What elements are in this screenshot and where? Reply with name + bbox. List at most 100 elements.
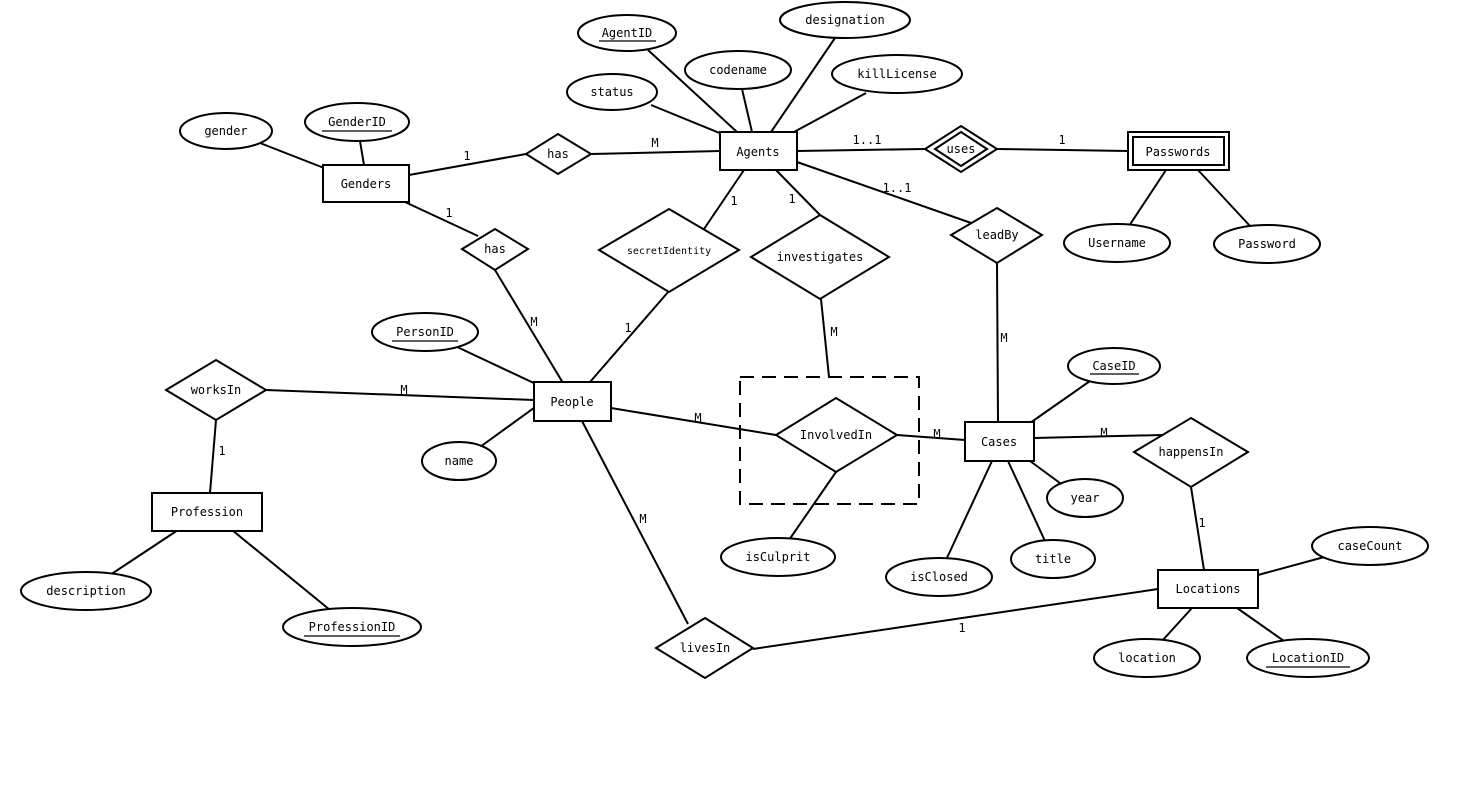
entity-locations-label: Locations [1175, 582, 1240, 596]
attribute-person-id-label: PersonID [396, 325, 454, 339]
relationship-has-genders-agents-label: has [547, 147, 569, 161]
entity-passwords-label: Passwords [1145, 145, 1210, 159]
cardinality-label: 1 [1058, 133, 1065, 147]
cardinality-label: 1 [788, 192, 795, 206]
relationship-uses[interactable]: uses [923, 124, 999, 174]
entity-cases-label: Cases [981, 435, 1017, 449]
cardinality-label: 1..1 [883, 181, 912, 195]
attribute-agent-id-label: AgentID [602, 26, 653, 40]
attribute-username[interactable]: Username [1063, 223, 1171, 263]
relationship-involved-in[interactable]: InvolvedIn [774, 396, 899, 474]
entity-locations[interactable]: Locations [1157, 569, 1259, 609]
attribute-case-count-label: caseCount [1337, 539, 1402, 553]
attribute-title-label: title [1035, 552, 1071, 566]
relationship-investigates-label: investigates [777, 250, 864, 264]
entity-people-label: People [550, 395, 593, 409]
cardinality-label: M [830, 325, 837, 339]
attribute-designation-label: designation [805, 13, 884, 27]
attribute-is-culprit-label: isCulprit [745, 550, 810, 564]
attribute-description-label: description [46, 584, 125, 598]
relationship-involved-in-label: InvolvedIn [800, 428, 872, 442]
attribute-name-label: name [445, 454, 474, 468]
cardinality-label: M [933, 427, 940, 441]
entity-cases[interactable]: Cases [964, 421, 1035, 462]
cardinality-labels: 1 M 1..1 1 1..1 M 1 1 1 M 1 M M 1 M M M … [218, 133, 1205, 635]
cardinality-label: 1..1 [853, 133, 882, 147]
cardinality-label: 1 [958, 621, 965, 635]
attribute-location[interactable]: location [1093, 638, 1201, 678]
attribute-is-culprit[interactable]: isCulprit [720, 537, 836, 577]
attribute-name[interactable]: name [421, 441, 497, 481]
attribute-password-label: Password [1238, 237, 1296, 251]
cardinality-label: 1 [218, 444, 225, 458]
attribute-profession-id[interactable]: ProfessionID [282, 607, 422, 647]
attribute-description[interactable]: description [20, 571, 152, 611]
relationship-lead-by[interactable]: leadBy [949, 206, 1044, 265]
attribute-location-id[interactable]: LocationID [1246, 638, 1370, 678]
relationship-lives-in[interactable]: livesIn [654, 616, 755, 680]
attribute-profession-id-label: ProfessionID [309, 620, 396, 634]
attribute-case-id-label: CaseID [1092, 359, 1135, 373]
connector-lines [109, 37, 1329, 650]
attribute-year[interactable]: year [1046, 478, 1124, 518]
cardinality-label: M [400, 383, 407, 397]
entity-agents-label: Agents [736, 145, 779, 159]
cardinality-label: 1 [624, 321, 631, 335]
cardinality-label: M [530, 315, 537, 329]
relationship-has-genders-people-label: has [484, 242, 506, 256]
entity-people[interactable]: People [533, 381, 612, 422]
relationship-secret-identity-label: secretIdentity [627, 246, 711, 257]
entity-genders-label: Genders [341, 177, 392, 191]
attribute-gender[interactable]: gender [179, 112, 273, 150]
entity-profession[interactable]: Profession [151, 492, 263, 532]
attribute-location-label: location [1118, 651, 1176, 665]
cardinality-label: M [1100, 426, 1107, 440]
attribute-person-id[interactable]: PersonID [371, 312, 479, 352]
attribute-username-label: Username [1088, 236, 1146, 250]
entity-agents[interactable]: Agents [719, 131, 798, 171]
attribute-kill-license-label: killLicense [857, 67, 936, 81]
entity-passwords[interactable]: Passwords [1127, 131, 1230, 171]
relationship-works-in-label: worksIn [191, 383, 242, 397]
attribute-designation[interactable]: designation [779, 1, 911, 39]
cardinality-label: M [1000, 331, 1007, 345]
entity-genders[interactable]: Genders [322, 164, 410, 203]
attribute-case-count[interactable]: caseCount [1311, 526, 1429, 566]
attribute-gender-id-label: GenderID [328, 115, 386, 129]
relationship-secret-identity[interactable]: secretIdentity [597, 207, 741, 294]
cardinality-label: M [639, 512, 646, 526]
attribute-codename[interactable]: codename [684, 50, 792, 90]
attribute-gender-id[interactable]: GenderID [304, 102, 410, 142]
attribute-password[interactable]: Password [1213, 224, 1321, 264]
relationship-lead-by-label: leadBy [975, 228, 1018, 242]
attribute-codename-label: codename [709, 63, 767, 77]
cardinality-label: 1 [463, 149, 470, 163]
relationship-works-in[interactable]: worksIn [164, 358, 268, 422]
attribute-is-closed-label: isClosed [910, 570, 968, 584]
relationship-has-genders-agents[interactable]: has [524, 132, 593, 176]
attribute-title[interactable]: title [1010, 539, 1096, 579]
cardinality-label: 1 [445, 206, 452, 220]
relationship-happens-in[interactable]: happensIn [1132, 416, 1250, 489]
attribute-agent-id[interactable]: AgentID [577, 14, 677, 52]
attribute-case-id[interactable]: CaseID [1067, 347, 1161, 385]
relationship-uses-label: uses [947, 142, 976, 156]
attribute-gender-label: gender [204, 124, 247, 138]
cardinality-label: M [651, 136, 658, 150]
cardinality-label: 1 [730, 194, 737, 208]
attribute-is-closed[interactable]: isClosed [885, 557, 993, 597]
attribute-year-label: year [1071, 491, 1100, 505]
relationship-investigates[interactable]: investigates [749, 213, 891, 301]
cardinality-label: M [694, 411, 701, 425]
cardinality-label: 1 [1198, 516, 1205, 530]
attribute-location-id-label: LocationID [1272, 651, 1344, 665]
relationship-happens-in-label: happensIn [1158, 445, 1223, 459]
relationship-lives-in-label: livesIn [680, 641, 731, 655]
entity-profession-label: Profession [171, 505, 243, 519]
attribute-status-label: status [590, 85, 633, 99]
attribute-kill-license[interactable]: killLicense [831, 54, 963, 94]
relationship-has-genders-people[interactable]: has [460, 227, 530, 272]
aggregation-box [739, 376, 920, 505]
attribute-status[interactable]: status [566, 73, 658, 111]
